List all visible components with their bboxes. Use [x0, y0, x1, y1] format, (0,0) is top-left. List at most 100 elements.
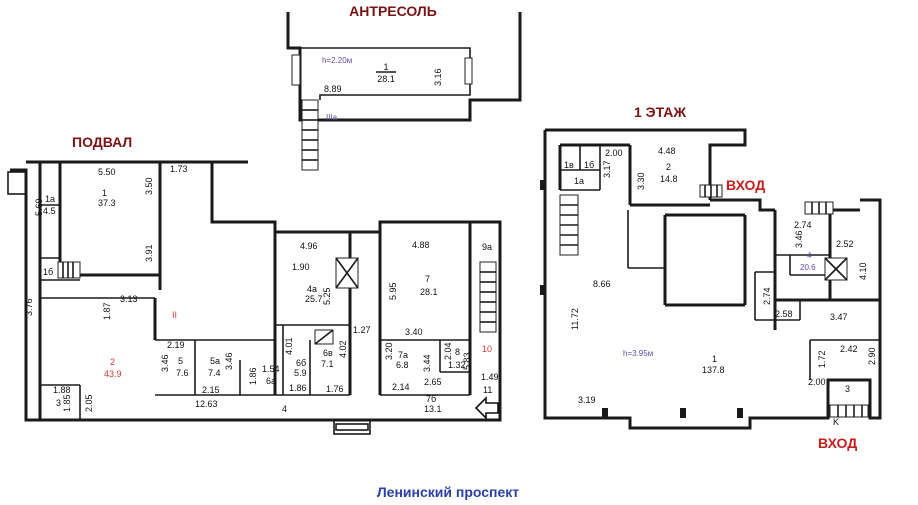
first-floor-room-1-area: 137.8: [702, 365, 725, 375]
basement-dim-320: 3.20: [384, 342, 394, 360]
basement-dim-391: 3.91: [144, 244, 154, 262]
mezzanine-dim-889: 8.89: [324, 84, 342, 94]
basement-dim-350: 3.50: [144, 177, 154, 195]
basement-dim-149: 1.49: [481, 372, 499, 382]
first-floor-dim-347: 3.47: [830, 312, 848, 322]
first-floor-room-2-number: 2: [666, 162, 671, 172]
basement-plan: ПОДВАЛ: [7, 134, 502, 435]
basement-room-2-number: 2: [110, 357, 115, 367]
first-floor-room-1v-number: 1в: [564, 160, 574, 170]
first-floor-dim-410: 4.10: [858, 262, 868, 280]
basement-room-7a-area: 6.8: [396, 360, 409, 370]
basement-room-1a-area: 4.5: [43, 206, 56, 216]
basement-dim-401: 4.01: [284, 337, 294, 355]
mezzanine-dim-316: 3.16: [433, 68, 443, 86]
basement-dim-346b: 3.46: [224, 352, 234, 370]
basement-room-6a-number: 6a: [266, 376, 276, 386]
first-floor-stair-left: [559, 194, 579, 256]
first-floor-dim-866: 8.66: [593, 279, 611, 289]
street-label: Ленинский проспект: [377, 484, 519, 500]
basement-room-9a-number: 9a: [482, 242, 492, 252]
basement-dim-188: 1.88: [53, 385, 71, 395]
basement-room-4-number: 4: [282, 404, 287, 414]
first-floor-dim-448: 4.48: [658, 146, 676, 156]
basement-dim-173: 1.73: [170, 164, 188, 174]
basement-dim-127: 1.27: [353, 325, 371, 335]
mezzanine-window: [291, 54, 301, 86]
basement-room-6b-area: 5.9: [294, 368, 307, 378]
basement-title: ПОДВАЛ: [72, 134, 132, 150]
first-floor-stair-bottom: [829, 404, 869, 418]
basement-outer-wall: [10, 160, 502, 422]
basement-pit: [333, 419, 371, 435]
basement-room-5-area: 7.6: [176, 368, 189, 378]
basement-light-well: [7, 171, 27, 195]
basement-room-7-area: 28.1: [420, 287, 438, 297]
basement-dim-550: 5.50: [98, 167, 116, 177]
mezzanine-outer-wall: [286, 12, 522, 122]
first-floor-stair-inner: [824, 257, 848, 281]
basement-label-II: II: [172, 310, 177, 320]
basement-dim-595: 5.95: [388, 282, 398, 300]
basement-dim-185: 1.85: [62, 394, 72, 412]
basement-room-8-area: 1.32: [448, 360, 466, 370]
first-floor-dim-290: 2.90: [867, 347, 877, 365]
basement-room-6b-number: 6б: [296, 358, 306, 368]
basement-stair-small: [314, 329, 334, 345]
basement-room-6v-area: 7.1: [321, 359, 334, 369]
basement-dim-344: 3.44: [422, 354, 432, 372]
basement-room-8-number: 8: [455, 347, 460, 357]
first-floor-height: h=3.95м: [623, 349, 653, 358]
basement-dim-488: 4.88: [412, 240, 430, 250]
basement-dim-313: 3.13: [120, 294, 138, 304]
first-floor-outer-wall: [543, 130, 882, 430]
mezzanine-stair: [301, 99, 319, 171]
first-floor-dim-252: 2.52: [836, 239, 854, 249]
entrance-label-bottom: ВХОД: [818, 435, 857, 451]
first-floor-room-1a-number: 1a: [574, 176, 584, 186]
basement-room-4a-number: 4a: [307, 284, 317, 294]
mezzanine-room-wall: [300, 47, 471, 100]
basement-room-5a-area: 7.4: [208, 368, 221, 378]
basement-dim-215: 2.15: [202, 385, 220, 395]
basement-dim-376: 3.76: [24, 298, 34, 316]
basement-room-5-number: 5: [178, 356, 183, 366]
basement-room-1b-number: 1б: [43, 267, 53, 277]
basement-room-2-area: 43.9: [104, 369, 122, 379]
first-floor-dim-258: 2.58: [775, 309, 793, 319]
basement-room-1-number: 1: [102, 188, 107, 198]
first-floor-room-4-area: 20.6: [800, 263, 816, 272]
first-floor-dim-1172: 11.72: [570, 308, 580, 330]
first-floor-plan: 1 ЭТАЖ: [540, 104, 882, 451]
entrance-arrow-icon-right: K: [833, 417, 839, 427]
first-floor-room-1-number: 1: [712, 354, 717, 364]
basement-room-6v-number: 6в: [323, 348, 333, 358]
first-floor-dim-200b: 2.00: [808, 377, 826, 387]
basement-dim-204: 2.04: [443, 342, 453, 360]
basement-dim-583: 5.83: [462, 352, 472, 370]
first-floor-title: 1 ЭТАЖ: [634, 104, 686, 120]
mezzanine-label-IIIa: IIIa: [326, 113, 338, 122]
entrance-label-top: ВХОД: [726, 177, 765, 193]
basement-dim-205: 2.05: [84, 394, 94, 412]
basement-dim-176: 1.76: [326, 384, 344, 394]
basement-dim-496: 4.96: [300, 241, 318, 251]
basement-dim-1263: 12.63: [195, 399, 218, 409]
basement-dim-190: 1.90: [292, 262, 310, 272]
mezzanine-room-1-area: 28.1: [377, 74, 395, 84]
basement-room-4a-area: 25.7: [305, 294, 323, 304]
basement-room-7a-number: 7a: [398, 350, 408, 360]
first-floor-dim-242: 2.42: [840, 344, 858, 354]
basement-dim-214: 2.14: [392, 382, 410, 392]
entrance-arrow-icon: [474, 396, 499, 420]
basement-stair-center: [335, 257, 359, 289]
basement-room-1a-number: 1a: [45, 194, 55, 204]
basement-dim-340: 3.40: [405, 327, 423, 337]
basement-room-7b-area: 13.1: [424, 404, 442, 414]
basement-dim-346a: 3.46: [160, 354, 170, 372]
first-floor-dim-319: 3.19: [578, 395, 596, 405]
basement-dim-525: 5.25: [322, 287, 332, 305]
first-floor-dim-346: 3.46: [794, 230, 804, 248]
first-floor-room-1b-number: 1б: [584, 160, 594, 170]
